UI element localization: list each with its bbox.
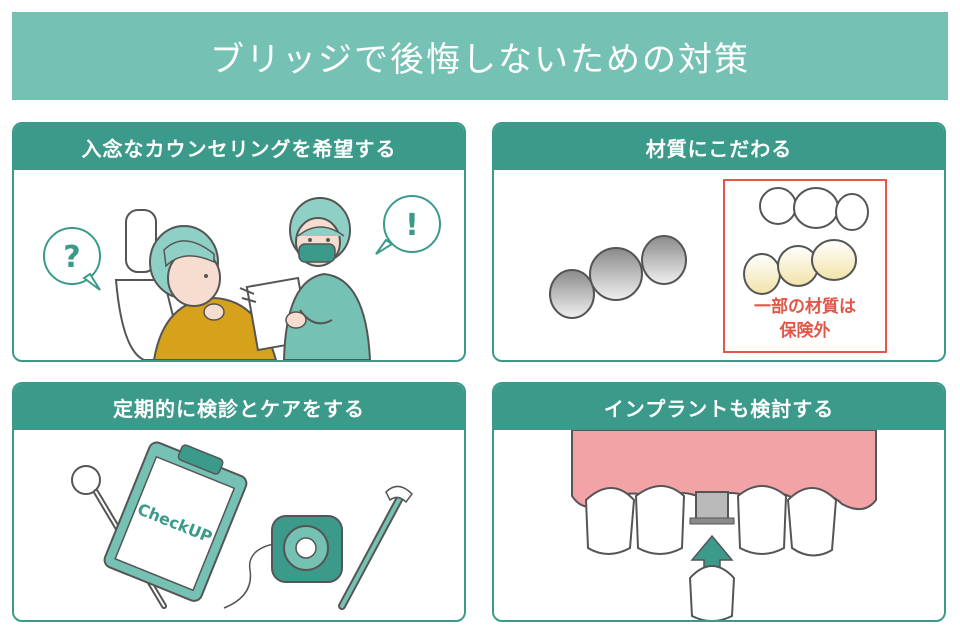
insurance-note-line1: 一部の材質は [754,296,856,317]
card-title: 材質にこだわる [645,136,793,161]
card-header: インプラントも検討する [494,384,944,430]
white-bridge-icon [759,187,869,231]
metal-bridge-icon [549,235,687,319]
card-title: 入念なカウンセリングを希望する [81,136,397,161]
card-title: 定期的に検診とケアをする [113,396,365,421]
title-banner: ブリッジで後悔しないための対策 [12,12,948,100]
patient-icon [149,225,278,360]
exclamation-bubble-icon: ! [375,195,441,255]
clipboard-icon: CheckUP [103,441,248,602]
card-illustration: ? [14,170,464,360]
question-bubble-icon: ? [43,227,101,291]
page-title: ブリッジで後悔しないための対策 [210,39,750,80]
card-counseling: 入念なカウンセリングを希望する ? [12,122,466,362]
implant-crown-icon [688,565,736,620]
card-checkup: 定期的に検診とケアをする CheckUP [12,382,466,622]
card-illustration: 一部の材質は 保険外 [494,170,944,360]
cream-bridge-icon [743,239,857,295]
exclamation-mark: ! [405,208,419,243]
card-implant: インプラントも検討する [492,382,946,622]
card-illustration: CheckUP [14,430,464,620]
teeth-icon [584,485,838,557]
implant-abutment-icon [689,491,735,525]
card-title: インプラントも検討する [603,396,835,421]
floss-icon [223,515,343,609]
card-header: 材質にこだわる [494,124,944,170]
card-illustration [494,430,944,620]
card-header: 定期的に検診とケアをする [14,384,464,430]
dentist-icon [282,197,372,360]
insurance-note-line2: 保険外 [779,320,831,341]
question-mark: ? [63,240,80,275]
card-materials: 材質にこだわる [492,122,946,362]
toothbrush-icon [338,485,413,610]
card-header: 入念なカウンセリングを希望する [14,124,464,170]
